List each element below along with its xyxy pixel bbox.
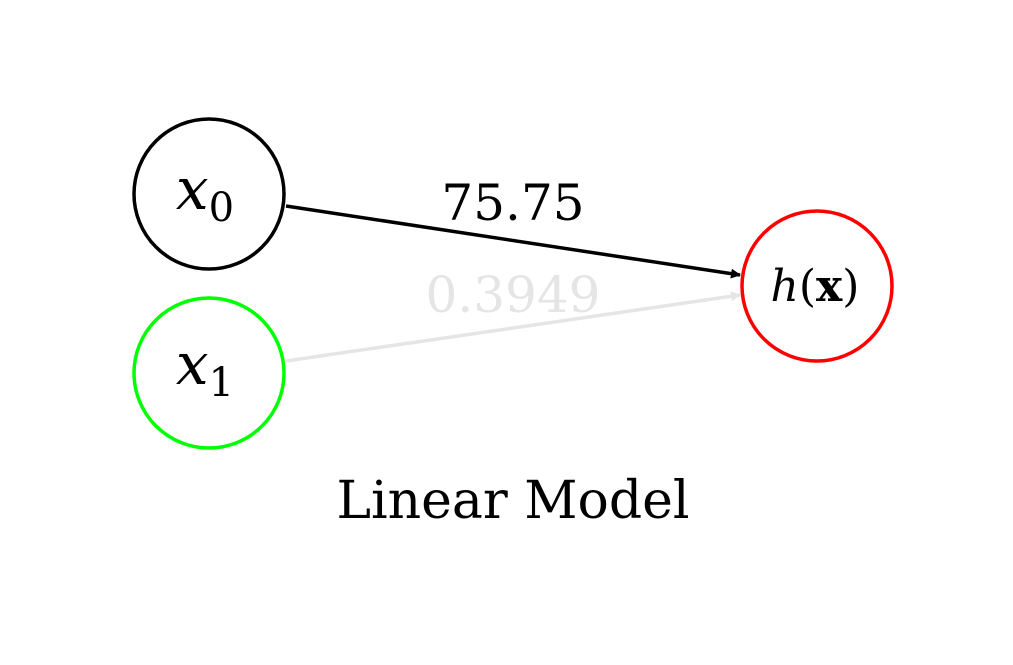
input-node-x1-label: x1 (176, 330, 234, 406)
edge-x0-line (285, 204, 741, 279)
output-node-function: h (771, 261, 799, 312)
input-node-x0-subscript: 0 (209, 185, 234, 231)
edge-x1-line (285, 291, 741, 363)
output-node-open-paren: ( (799, 261, 816, 312)
input-node-x1-circle (132, 296, 286, 450)
output-node-close-paren: ) (842, 261, 859, 312)
input-node-x0-label: x0 (176, 155, 234, 231)
input-node-x1: x1 (132, 296, 286, 450)
edge-x1-weight-label: 0.3949 (426, 266, 601, 324)
edge-x0-to-output: 75.75 (285, 174, 741, 279)
output-node: h(x) (740, 209, 894, 363)
output-node-circle (740, 209, 894, 363)
input-node-x0-circle (132, 117, 286, 271)
diagram-caption: Linear Model (336, 471, 689, 531)
output-node-label: h(x) (771, 261, 860, 312)
edge-x0-weight-label: 75.75 (441, 174, 584, 232)
input-node-x1-symbol: x (176, 330, 209, 398)
edge-x1-to-output: 0.3949 (285, 266, 741, 363)
output-node-argument: x (816, 261, 843, 312)
input-node-x0: x0 (132, 117, 286, 271)
input-node-x0-symbol: x (176, 155, 209, 223)
input-node-x1-subscript: 1 (209, 360, 234, 406)
